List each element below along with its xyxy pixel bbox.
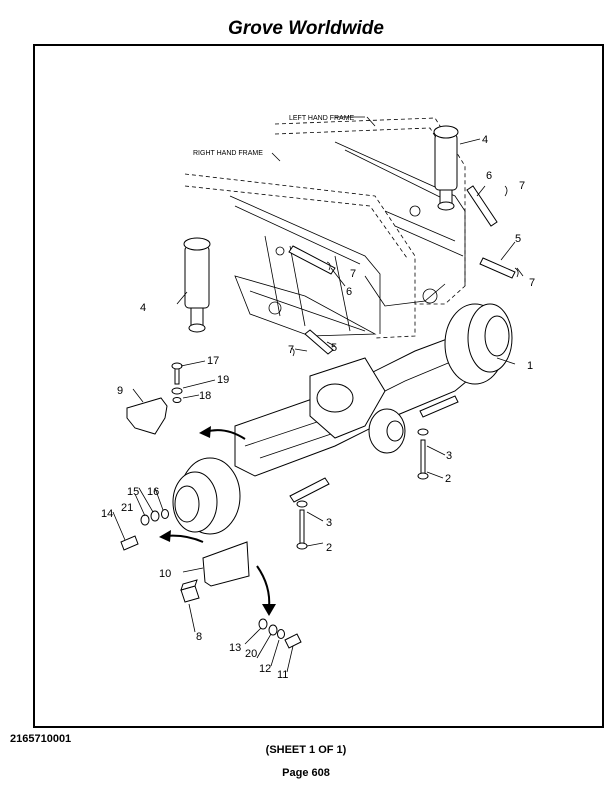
callout-7-c: 7 <box>529 277 535 289</box>
callout-6-lower: 6 <box>346 286 352 298</box>
callout-14: 14 <box>101 508 113 520</box>
callout-5-lower: 5 <box>331 342 337 354</box>
callout-10: 10 <box>159 568 171 580</box>
callout-21: 21 <box>121 502 133 514</box>
callout-19: 19 <box>217 374 229 386</box>
callout-3-right: 3 <box>446 450 452 462</box>
callout-17: 17 <box>207 355 219 367</box>
block-part-8 <box>180 579 200 603</box>
axle-housing-drawing <box>172 303 513 535</box>
pins <box>288 185 519 357</box>
callout-2-left: 2 <box>326 542 332 554</box>
left-hand-frame-label: LEFT HAND FRAME <box>289 115 355 122</box>
callout-7-b: 7 <box>350 268 356 280</box>
callout-18: 18 <box>199 390 211 402</box>
callout-15: 15 <box>127 486 139 498</box>
callout-7-a: 7 <box>519 180 525 192</box>
bolts-and-washers <box>171 362 429 550</box>
callout-6-upper: 6 <box>486 170 492 182</box>
bracket-part-9 <box>126 397 168 435</box>
callout-4-upper: 4 <box>482 134 488 146</box>
suspension-cylinder-upper-right <box>433 125 459 211</box>
suspension-cylinder-left <box>183 237 211 333</box>
bracket-part-10 <box>202 541 250 587</box>
callout-4-lower: 4 <box>140 302 146 314</box>
callout-5-upper: 5 <box>515 233 521 245</box>
callout-20: 20 <box>245 648 257 660</box>
callout-8: 8 <box>196 631 202 643</box>
callout-leader-lines <box>112 116 524 673</box>
callout-16: 16 <box>147 486 159 498</box>
hardware-14-15-16-21 <box>120 509 169 551</box>
direction-arrows <box>159 426 276 616</box>
page-number: Page 608 <box>282 767 330 779</box>
callout-3-left: 3 <box>326 517 332 529</box>
document-number: 2165710001 <box>10 733 72 745</box>
callout-13: 13 <box>229 642 241 654</box>
callout-11: 11 <box>277 669 288 681</box>
sheet-indicator: (SHEET 1 OF 1) <box>265 744 347 756</box>
page-header-title: Grove Worldwide <box>228 18 384 39</box>
callout-7-d: 7 <box>288 344 294 356</box>
hardware-11-12-13-20 <box>258 618 302 649</box>
callout-1: 1 <box>527 360 533 372</box>
right-hand-frame-label: RIGHT HAND FRAME <box>193 150 263 157</box>
axle-exploded-diagram: LEFT HAND FRAME RIGHT HAND FRAME 1 2 2 3… <box>101 115 535 681</box>
chassis-frame-drawing <box>184 117 466 339</box>
callout-2-right: 2 <box>445 473 451 485</box>
callout-12: 12 <box>259 663 271 675</box>
diagram-frame: LEFT HAND FRAME RIGHT HAND FRAME 1 2 2 3… <box>33 44 604 728</box>
callout-9: 9 <box>117 385 123 397</box>
